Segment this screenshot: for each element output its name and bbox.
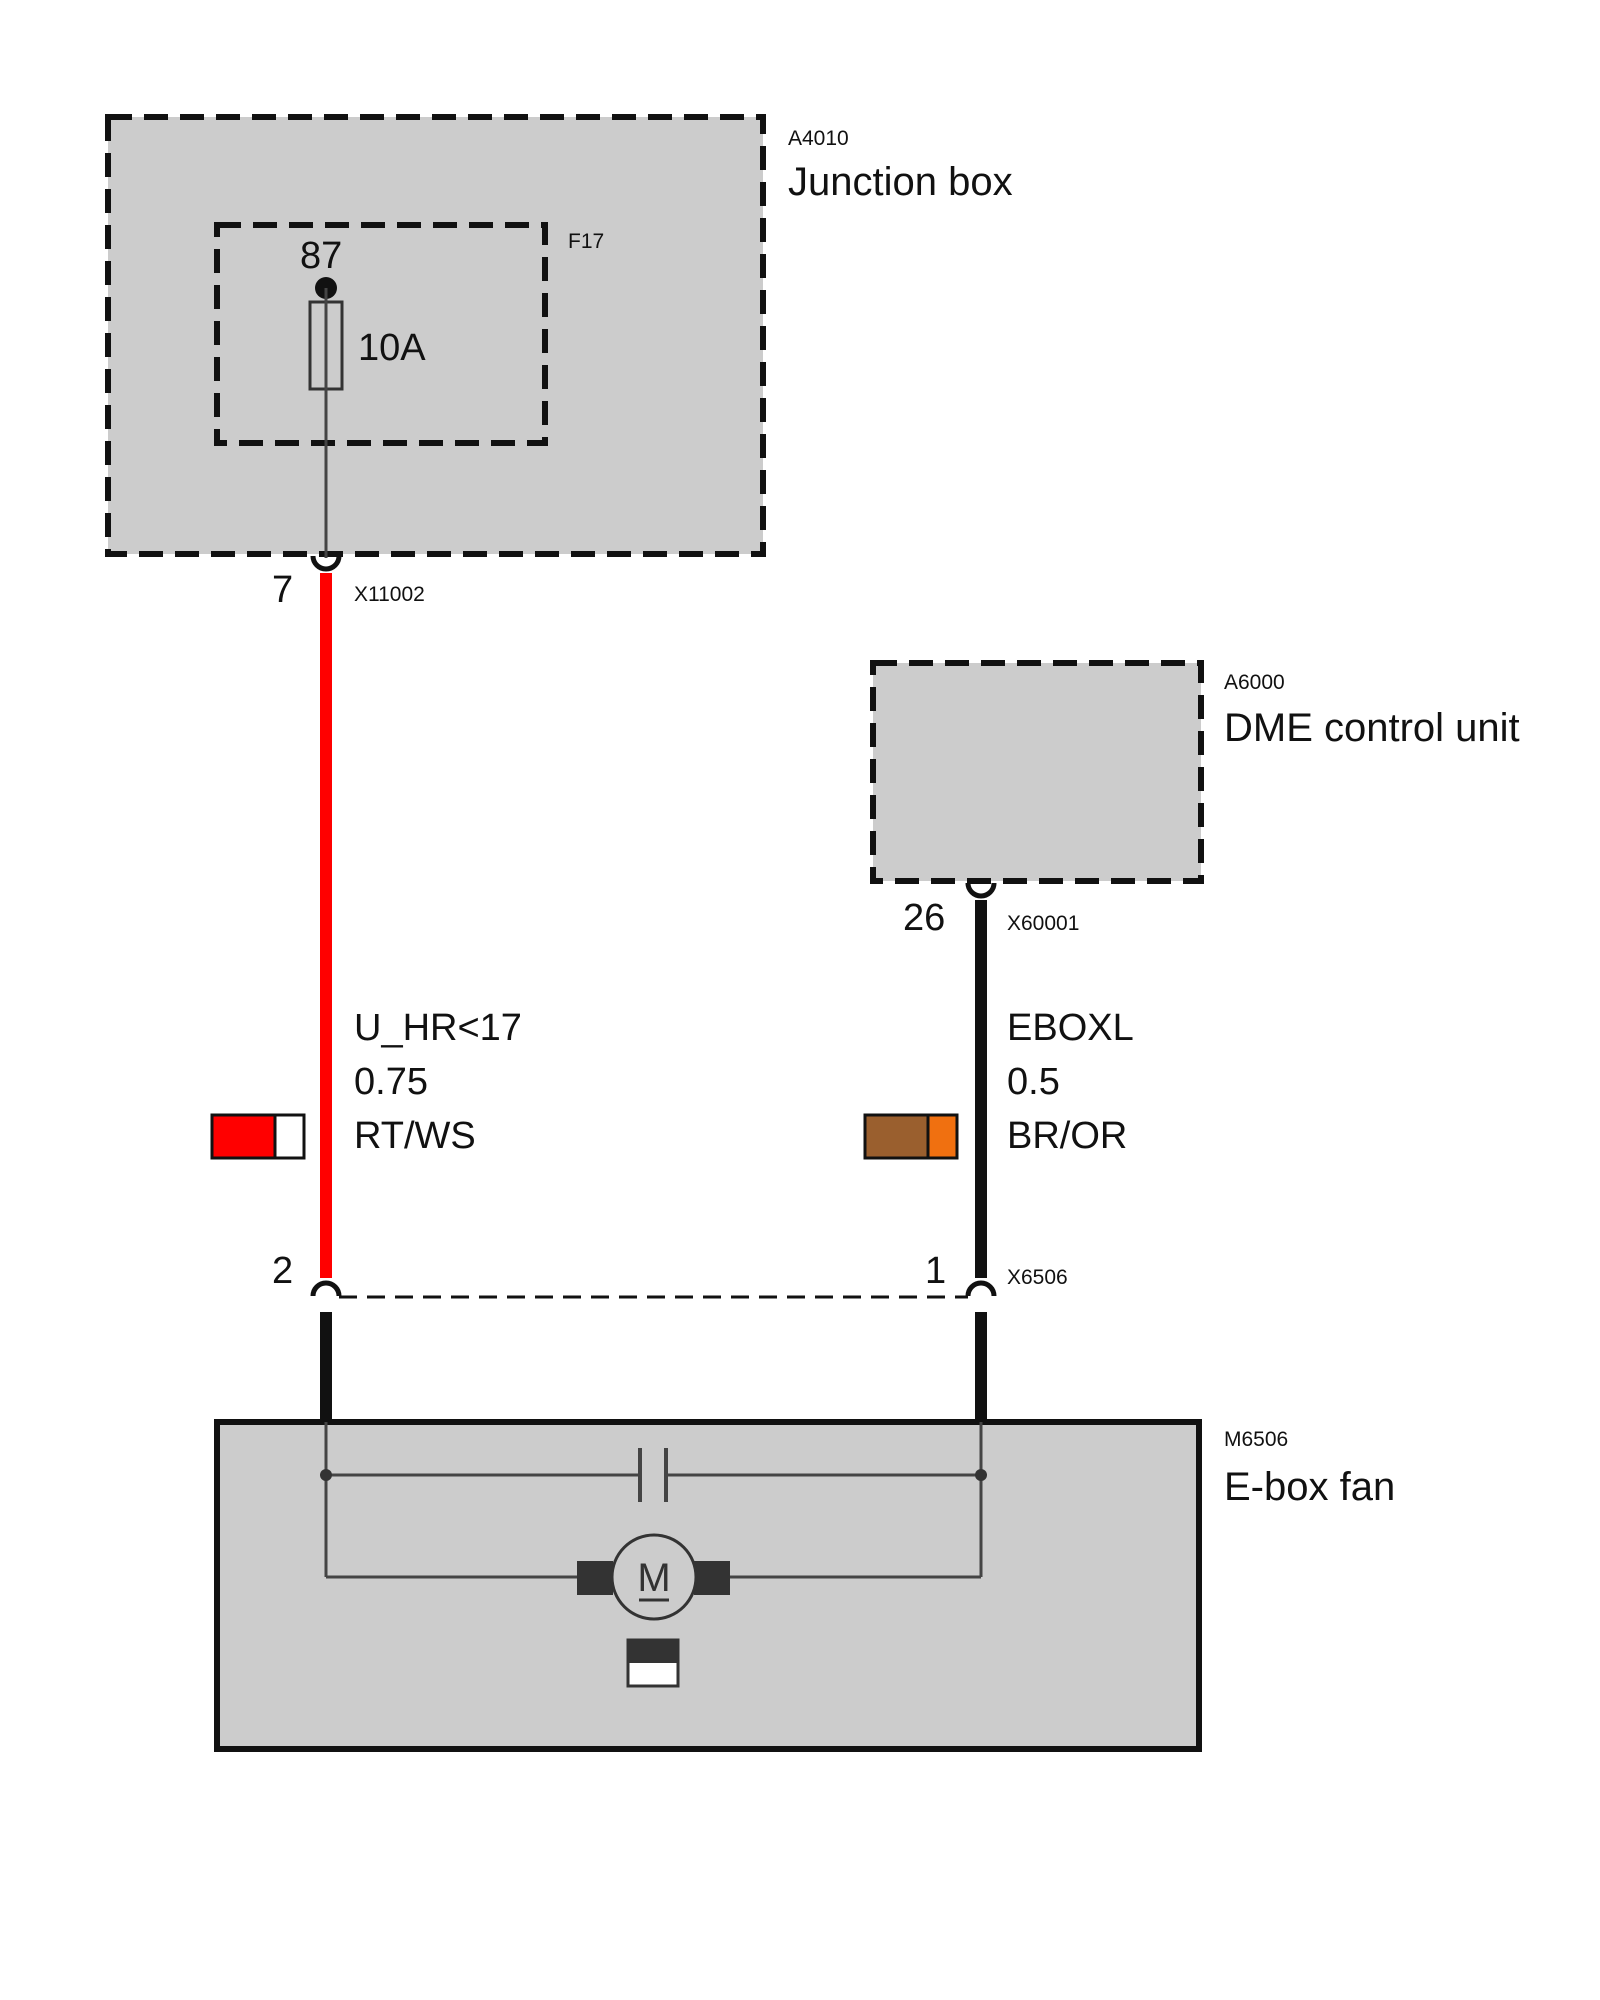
connector-x60001: 26 X60001: [903, 882, 1079, 939]
connector-x6506-socket-right: [965, 1280, 997, 1297]
dme-name: DME control unit: [1224, 706, 1520, 750]
wire-left-gauge: 0.75: [354, 1061, 428, 1103]
junction-box-outline: [105, 114, 766, 557]
fuse-pin: 87: [300, 235, 342, 277]
motor-symbol: M: [577, 1533, 730, 1621]
wire-left-signal: U_HR<17: [354, 1007, 522, 1049]
wire-right-colour-code: BR/OR: [1007, 1115, 1127, 1157]
junction-dot-right: [975, 1469, 987, 1481]
wire-left-labels: U_HR<17 0.75 RT/WS: [210, 1007, 522, 1160]
shield-symbol: [626, 1638, 680, 1688]
dme-outline: [870, 660, 1204, 884]
connector-x6506-code: X6506: [1007, 1266, 1068, 1289]
connector-x11002-socket: [310, 555, 342, 572]
fan-internal-circuit: [324, 1422, 983, 1579]
wire-right-colour-swatch-base: [863, 1113, 930, 1160]
fuse-f17: F17 87 10A: [214, 222, 604, 558]
connector-x60001-code: X60001: [1007, 912, 1079, 935]
fuse-enclosure: [214, 222, 548, 446]
connector-x11002-code: X11002: [354, 583, 425, 606]
junction-box-name: Junction box: [788, 160, 1013, 204]
motor-brush-right: [694, 1561, 730, 1595]
capacitor-symbol: [638, 1448, 668, 1502]
dme-code: A6000: [1224, 671, 1285, 694]
wire-right-labels: EBOXL 0.5 BR/OR: [863, 1007, 1134, 1160]
connector-x6506-socket-left: [310, 1280, 342, 1297]
connector-x11002: 7 X11002: [272, 555, 425, 611]
e-box-fan: M6506 E-box fan M: [214, 1419, 1395, 1752]
connector-x11002-pin: 7: [272, 569, 293, 611]
junction-dot-left: [320, 1469, 332, 1481]
connector-x6506-pin-left: 2: [272, 1250, 293, 1292]
motor-body: [610, 1533, 698, 1621]
connector-x60001-pin: 26: [903, 897, 945, 939]
junction-box-code: A4010: [788, 127, 849, 150]
wire-left-colour-swatch-stripe: [273, 1113, 306, 1160]
wire-right-colour-swatch-stripe: [926, 1113, 959, 1160]
fuse-rating: 10A: [358, 327, 426, 369]
fan-code: M6506: [1224, 1428, 1288, 1451]
junction-box: A4010 Junction box: [105, 114, 1013, 557]
dme-control-unit: A6000 DME control unit: [870, 660, 1520, 884]
connector-x6506-pin-right: 1: [925, 1250, 946, 1292]
connector-x60001-socket: [965, 882, 997, 899]
fan-name: E-box fan: [1224, 1465, 1395, 1509]
wire-left-colour-code: RT/WS: [354, 1115, 476, 1157]
wire-left-colour-swatch-base: [210, 1113, 277, 1160]
motor-letter: M: [637, 1556, 670, 1600]
fuse-code: F17: [568, 230, 604, 253]
connector-x6506: 2 1 X6506: [272, 1250, 1068, 1299]
wire-right-signal: EBOXL: [1007, 1007, 1134, 1049]
motor-brush-left: [577, 1561, 613, 1595]
wire-right-gauge: 0.5: [1007, 1061, 1060, 1103]
